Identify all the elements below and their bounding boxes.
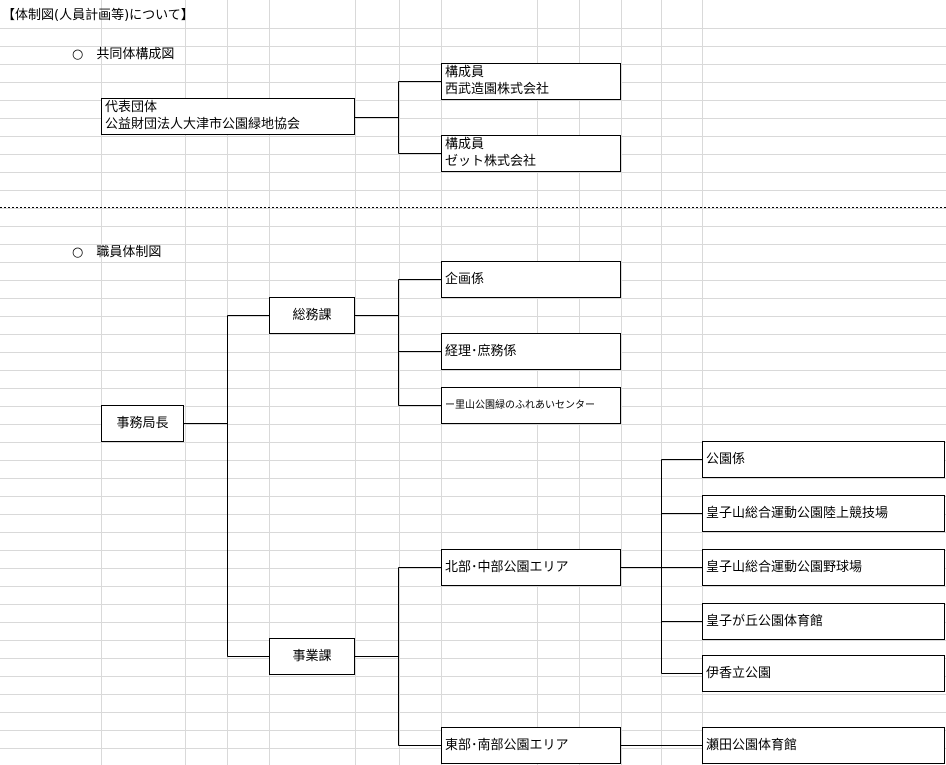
satoyama-center-box: ー里山公園緑のふれあいセンター [441,387,621,424]
park-section-box: 公園係 [702,441,945,478]
stadium-box: 皇子山総合運動公園陸上競技場 [702,495,945,532]
member-role: 構成員 [445,65,485,80]
planning-box: 企画係 [441,261,621,298]
east-area-box: 東部･南部公園エリア [441,727,621,764]
north-area-box: 北部･中部公園エリア [441,549,621,586]
operations-box: 事業課 [269,638,355,675]
page-title: 【体制図(人員計画等)について】 [2,8,194,23]
seta-gymnasium-box: 瀬田公園体育館 [702,727,945,764]
accounting-box: 経理･庶務係 [441,333,621,370]
member-box-zett: 構成員 ゼット株式会社 [441,135,621,172]
member-box-seibu: 構成員 西武造園株式会社 [441,63,621,100]
director-box: 事務局長 [101,405,184,442]
section-heading-consortium: ○ 共同体構成図 [72,47,175,62]
gymnasium-box: 皇子が丘公園体育館 [702,603,945,640]
general-affairs-box: 総務課 [269,297,355,334]
baseball-field-box: 皇子山総合運動公園野球場 [702,549,945,586]
member-role: 構成員 [445,137,485,152]
ikadachi-park-box: 伊香立公園 [702,655,945,692]
member-name: 西武造園株式会社 [445,82,550,97]
section-heading-staff: ○ 職員体制図 [72,245,162,260]
lead-organization-box: 代表団体 公益財団法人大津市公園緑地協会 [101,98,355,135]
member-name: ゼット株式会社 [445,154,537,169]
lead-organization-role: 代表団体 [105,100,158,115]
lead-organization-name: 公益財団法人大津市公園緑地協会 [105,117,301,132]
